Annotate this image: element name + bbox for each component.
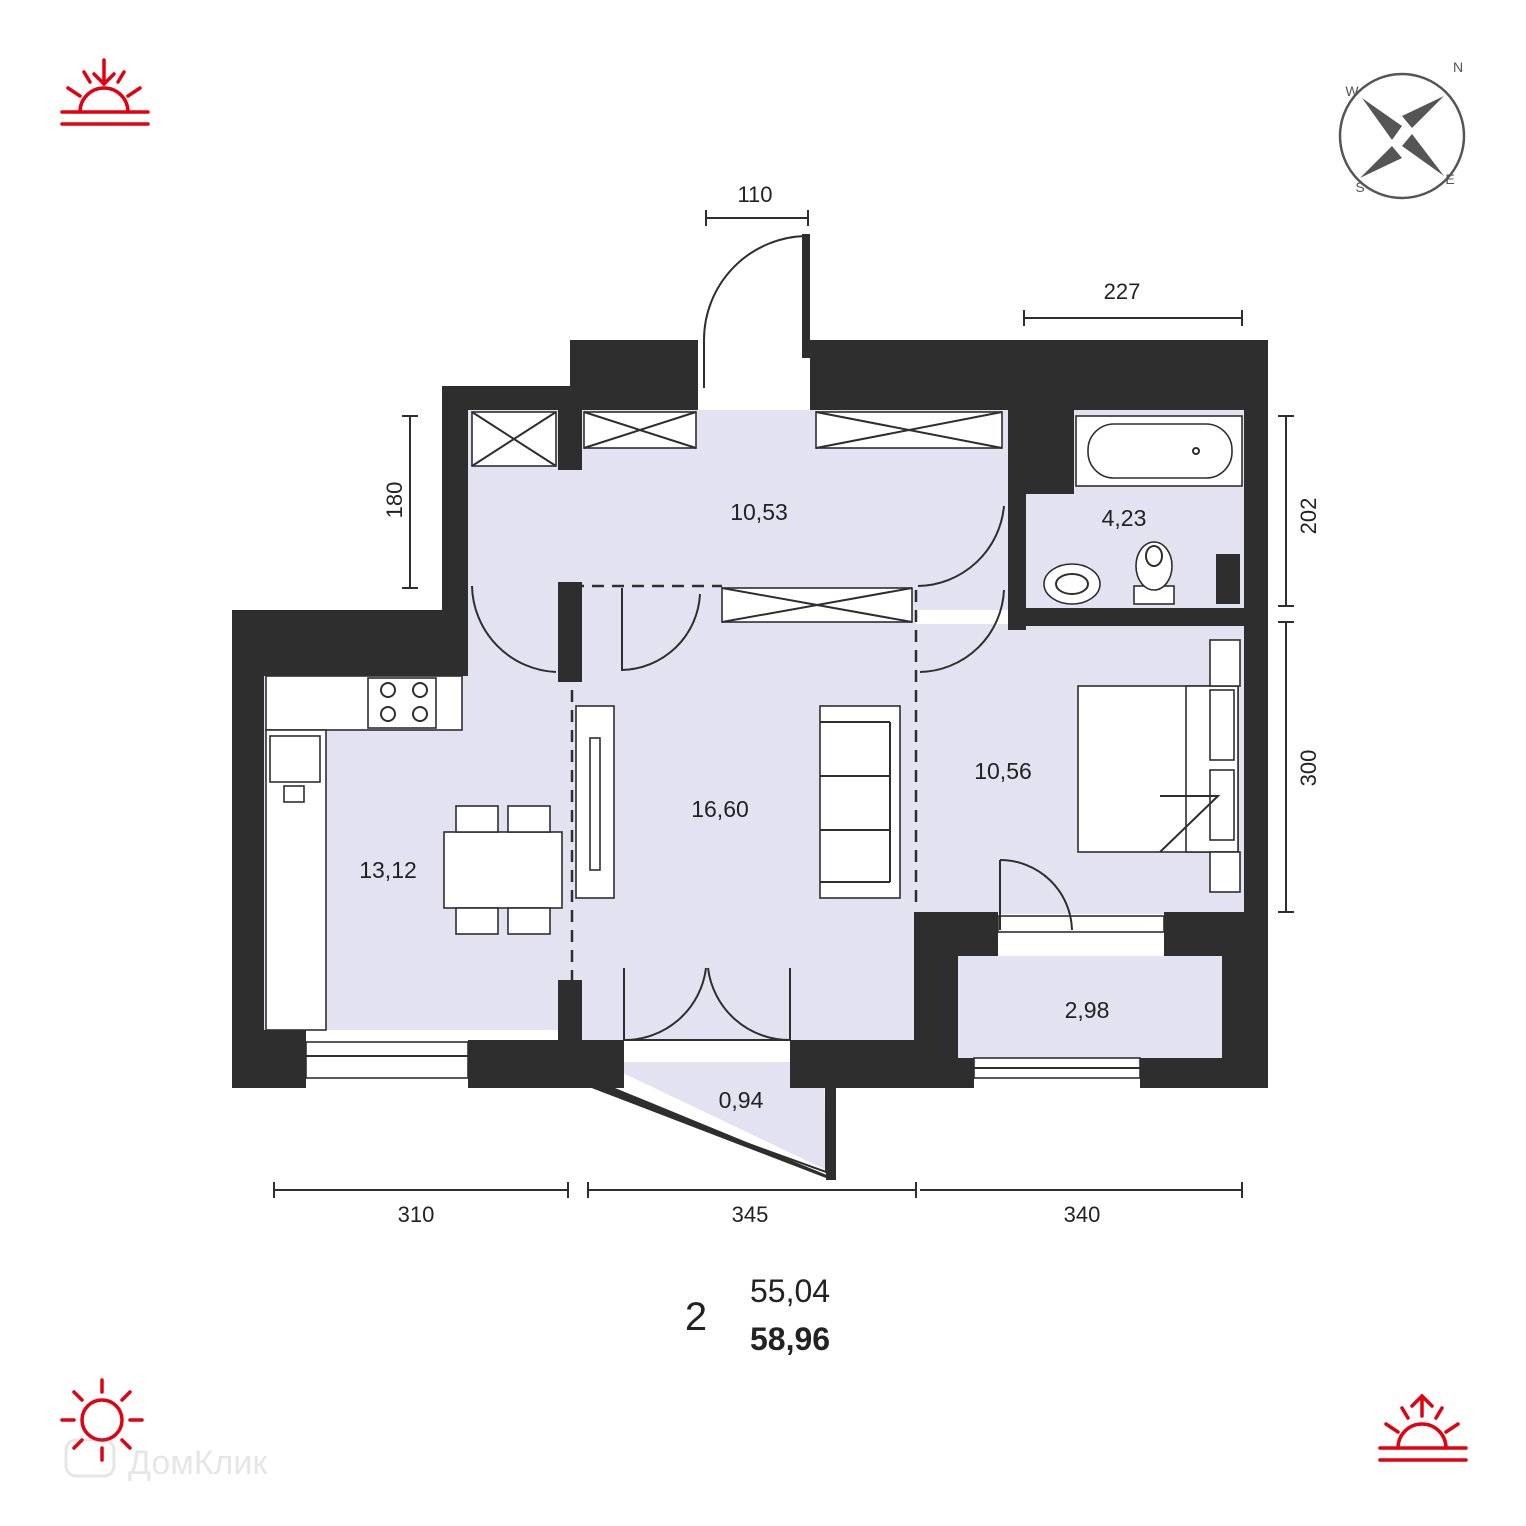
wall	[914, 1058, 974, 1088]
area-living: 16,60	[691, 796, 749, 822]
wall	[232, 1030, 306, 1088]
floor-balcony	[600, 1062, 826, 1170]
kitchen-furniture	[265, 675, 563, 1031]
dim-bedroom-width: 340	[1064, 1202, 1101, 1227]
wall	[1140, 1058, 1268, 1088]
area-balcony: 0,94	[719, 1087, 764, 1113]
compass-w: W	[1345, 83, 1359, 99]
dim-kitchen-width: 310	[398, 1202, 435, 1227]
nightstand	[1209, 851, 1241, 893]
area-loggia: 2,98	[1065, 997, 1110, 1023]
dim-bath-width: 227	[1104, 279, 1141, 304]
wall	[558, 410, 582, 470]
wall	[232, 610, 468, 676]
area-bathroom: 4,23	[1102, 505, 1147, 531]
dim-door-width: 110	[737, 182, 772, 207]
walls	[232, 340, 1268, 1088]
sunset-icon	[60, 58, 150, 126]
chair	[507, 907, 551, 935]
sink-icon	[269, 735, 321, 783]
sofa	[819, 705, 901, 899]
dim-bath-height: 202	[1296, 498, 1321, 535]
chair	[455, 907, 499, 935]
compass-s: S	[1355, 179, 1364, 195]
chair	[507, 805, 551, 833]
wall	[826, 1076, 836, 1180]
wall	[790, 1040, 918, 1088]
wall	[558, 980, 582, 1042]
dim-hall-height: 180	[382, 482, 407, 519]
living-area: 55,04	[750, 1273, 830, 1309]
floor-loggia	[958, 956, 1222, 1058]
watermark: ДомКлик	[64, 1438, 268, 1482]
watermark-text: ДомКлик	[128, 1444, 268, 1482]
wall	[1008, 480, 1026, 630]
dim-living-width: 345	[732, 1202, 769, 1227]
wardrobes	[471, 411, 1003, 623]
compass-n: N	[1453, 59, 1463, 75]
windows	[305, 915, 1165, 1079]
wall	[570, 340, 698, 410]
wall	[558, 582, 582, 682]
wall	[1008, 340, 1074, 494]
interior-doors	[471, 505, 1073, 1042]
living-furniture	[575, 705, 901, 899]
nightstand	[1209, 639, 1241, 687]
dimension-lines	[273, 210, 1294, 1198]
rooms-count: 2	[685, 1295, 707, 1339]
dim-bedroom-height: 300	[1296, 750, 1321, 787]
sun-icon	[60, 1378, 144, 1462]
washbasin-icon	[1043, 563, 1101, 605]
radiator	[1216, 554, 1240, 604]
bedroom-furniture	[1077, 639, 1241, 893]
entrance-door	[703, 234, 810, 388]
compass-e: E	[1445, 171, 1454, 187]
dining-table	[443, 831, 563, 909]
balcony-rail	[576, 1076, 836, 1180]
bedroom-loggia-window	[997, 915, 1165, 933]
kitchen-window	[305, 1041, 469, 1079]
chair	[455, 805, 499, 833]
wall	[232, 610, 264, 1088]
total-area: 58,96	[750, 1321, 830, 1357]
wall	[1008, 608, 1244, 626]
wall	[914, 912, 998, 956]
area-bedroom: 10,56	[974, 758, 1032, 784]
bathroom-fixtures	[1043, 415, 1243, 605]
compass-icon: N E S W	[1338, 59, 1466, 200]
wall	[442, 386, 468, 610]
area-hall: 10,53	[730, 499, 788, 525]
area-kitchen: 13,12	[359, 857, 417, 883]
sunrise-icon	[1378, 1393, 1468, 1462]
